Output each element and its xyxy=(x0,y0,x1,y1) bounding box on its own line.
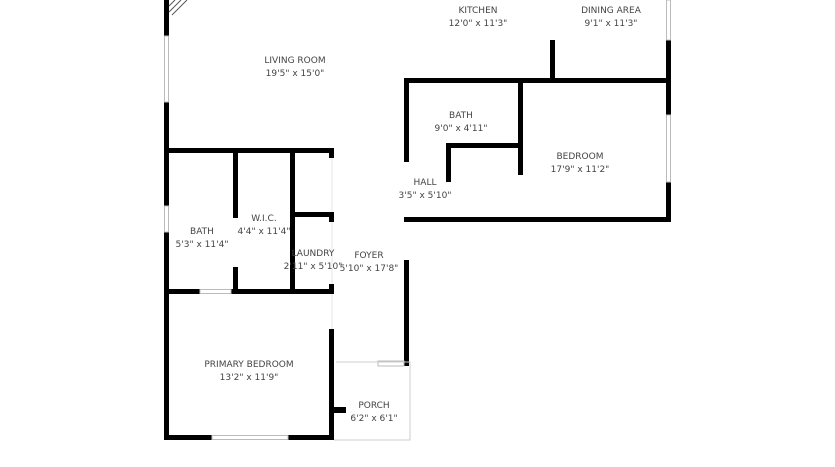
wall xyxy=(164,232,169,440)
room-name: PRIMARY BEDROOM xyxy=(204,360,294,370)
windows xyxy=(164,0,671,440)
room-size: 9'0" x 4'11" xyxy=(434,124,488,134)
window xyxy=(164,205,169,233)
wall xyxy=(164,102,169,206)
porch-outline xyxy=(331,158,411,441)
room-porch: PORCH 6'2" x 6'1" xyxy=(350,400,397,426)
wall xyxy=(446,143,451,182)
wall xyxy=(404,217,671,222)
room-size: 13'2" x 11'9" xyxy=(219,373,279,383)
walls xyxy=(164,0,671,440)
wall xyxy=(404,78,671,83)
window xyxy=(666,114,671,183)
wall xyxy=(329,212,334,222)
wall xyxy=(164,289,200,294)
wall xyxy=(231,289,334,294)
room-name: LAUNDRY xyxy=(291,249,335,259)
window xyxy=(666,0,671,41)
room-name: BEDROOM xyxy=(556,152,604,162)
wall xyxy=(164,0,169,36)
room-dining-area: DINING AREA 9'1" x 11'3" xyxy=(581,5,641,31)
room-size: 5'3" x 11'4" xyxy=(175,240,229,250)
wall xyxy=(666,182,671,222)
room-primary-bedroom: PRIMARY BEDROOM 13'2" x 11'9" xyxy=(204,359,293,385)
room-size: 12'0" x 11'3" xyxy=(448,19,508,29)
room-name: DINING AREA xyxy=(581,6,641,16)
room-wic: W.I.C. 4'4" x 11'4" xyxy=(238,213,291,239)
wall xyxy=(404,78,409,162)
wall xyxy=(329,284,334,294)
room-size: 2'11" x 5'10" xyxy=(283,262,343,272)
wall xyxy=(233,148,238,218)
room-size: 6'2" x 6'1" xyxy=(350,414,398,424)
wall xyxy=(329,329,334,440)
window xyxy=(164,35,169,103)
wall xyxy=(329,148,334,158)
wall xyxy=(290,212,334,217)
room-name: BATH xyxy=(449,111,473,121)
room-bath: BATH 9'0" x 4'11" xyxy=(435,110,488,136)
room-size: 5'10" x 17'8" xyxy=(339,264,399,274)
room-laundry: LAUNDRY 2'11" x 5'10" xyxy=(284,248,343,274)
room-name: HALL xyxy=(413,178,437,188)
wall xyxy=(288,435,334,440)
wall xyxy=(164,148,334,153)
room-foyer: FOYER 5'10" x 17'8" xyxy=(340,250,399,276)
room-kitchen: KITCHEN 12'0" x 11'3" xyxy=(449,5,508,31)
room-bedroom: BEDROOM 17'9" x 11'2" xyxy=(551,151,610,177)
room-size: 3'5" x 5'10" xyxy=(398,191,452,201)
wall xyxy=(550,40,555,82)
room-name: FOYER xyxy=(354,251,384,261)
wall xyxy=(666,40,671,115)
room-size: 9'1" x 11'3" xyxy=(584,19,638,29)
room-name: KITCHEN xyxy=(458,6,498,16)
window xyxy=(199,289,232,294)
room-living-room: LIVING ROOM 19'5" x 15'0" xyxy=(264,55,325,81)
fireplace-hatch xyxy=(168,0,188,16)
wall xyxy=(404,260,409,366)
wall xyxy=(290,148,295,292)
room-name: BATH xyxy=(190,227,214,237)
wall xyxy=(518,78,523,175)
room-name: PORCH xyxy=(358,401,390,411)
wall xyxy=(446,143,523,148)
room-size: 19'5" x 15'0" xyxy=(265,69,325,79)
room-size: 17'9" x 11'2" xyxy=(550,165,610,175)
window xyxy=(377,360,405,367)
wall xyxy=(164,435,212,440)
wall xyxy=(332,407,346,413)
room-name: LIVING ROOM xyxy=(264,56,326,66)
room-bath-2: BATH 5'3" x 11'4" xyxy=(176,226,229,252)
room-name: W.I.C. xyxy=(251,214,277,224)
room-hall: HALL 3'5" x 5'10" xyxy=(399,177,452,203)
room-size: 4'4" x 11'4" xyxy=(237,227,291,237)
wall xyxy=(233,267,238,292)
window xyxy=(211,435,289,440)
